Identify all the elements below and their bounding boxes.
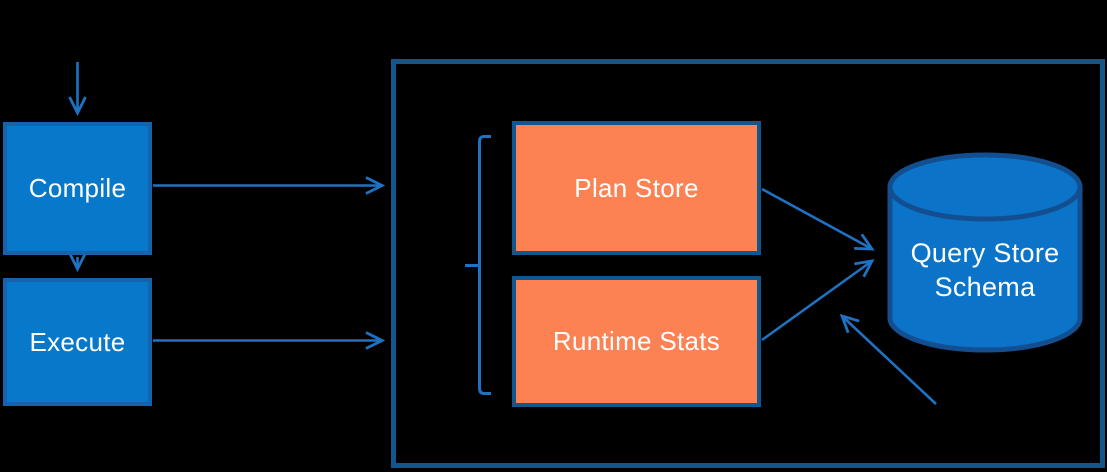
arrow-runtime-stats-to-schema bbox=[761, 261, 872, 342]
database-cylinder-icon bbox=[887, 152, 1083, 353]
execute-label: Execute bbox=[29, 326, 126, 357]
execute-box: Execute bbox=[3, 278, 152, 406]
grouping-brace-icon bbox=[465, 135, 491, 395]
arrow-plan-store-to-schema bbox=[761, 187, 872, 249]
arrow-async-to-schema bbox=[842, 316, 937, 405]
plan-store-box: Plan Store bbox=[512, 121, 761, 255]
cylinder-body bbox=[887, 187, 1083, 353]
compile-box: Compile bbox=[3, 122, 152, 255]
runtime-stats-label: Runtime Stats bbox=[552, 326, 721, 356]
cylinder-top bbox=[887, 152, 1083, 222]
plan-store-label: Plan Store bbox=[574, 172, 699, 203]
query-store-frame bbox=[391, 59, 1105, 468]
compile-label: Compile bbox=[28, 173, 127, 203]
query-store-schema-line2: Schema bbox=[934, 272, 1036, 302]
query-store-schema-line1: Query Store bbox=[910, 238, 1060, 268]
query-store-schema-label: Query Store Schema bbox=[895, 236, 1075, 304]
runtime-stats-box: Runtime Stats bbox=[512, 276, 761, 407]
